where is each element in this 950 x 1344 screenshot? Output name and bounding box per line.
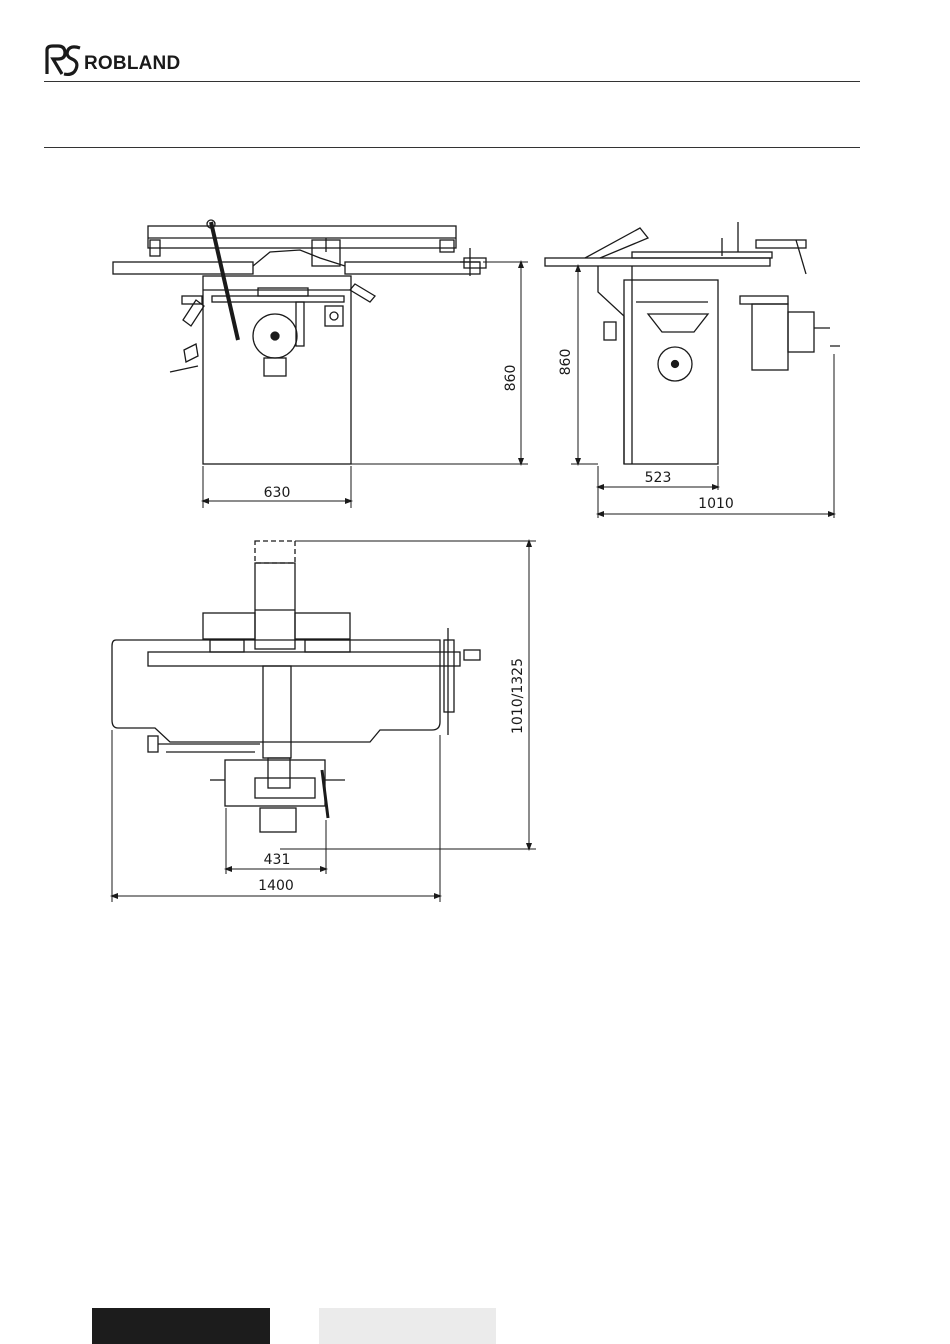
front-view-drawing	[113, 220, 486, 464]
front-height-label: 860	[503, 365, 519, 392]
top-view-drawing	[112, 541, 480, 832]
side-height-label: 860	[558, 349, 574, 376]
side-depth-label: 523	[645, 470, 672, 486]
footer-tab-dark	[92, 1308, 270, 1344]
top-overall-label: 1400	[258, 878, 294, 894]
footer-tab-light	[319, 1308, 496, 1344]
front-width-label: 630	[264, 485, 291, 501]
top-inner-label: 431	[264, 852, 291, 868]
side-overall-label: 1010	[698, 496, 734, 512]
top-view-dimensions	[112, 541, 536, 902]
side-view-drawing	[545, 222, 840, 464]
top-length-label: 1010/1325	[510, 658, 526, 734]
